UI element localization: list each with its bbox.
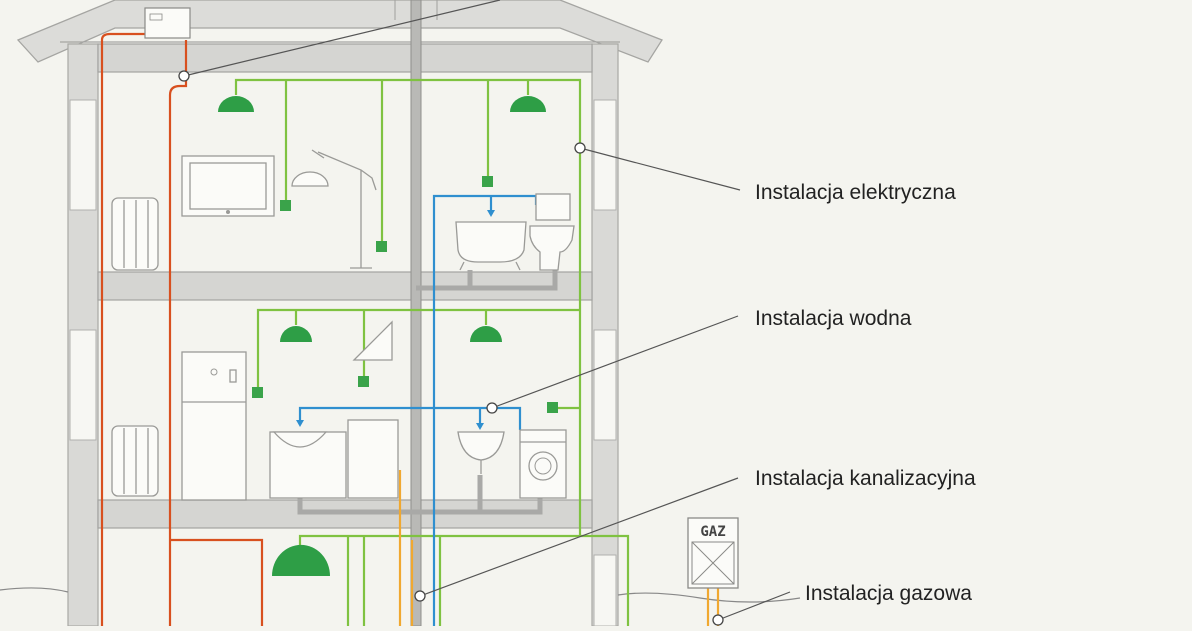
gas-pipes — [398, 470, 720, 626]
washbasin — [457, 431, 505, 474]
walls — [67, 43, 619, 627]
label-water-installation: Instalacja wodna — [755, 307, 912, 330]
boiler-unit — [144, 7, 191, 39]
electrical-sockets — [252, 176, 558, 413]
ground-line-left — [0, 587, 69, 593]
sewage-stack — [394, 0, 438, 627]
ceiling-lamps — [218, 96, 546, 576]
tv — [181, 155, 275, 217]
drain-pipes — [297, 270, 558, 515]
toilet — [529, 193, 575, 271]
washing-machine — [519, 429, 567, 499]
label-electrical-installation: Instalacja elektryczna — [755, 181, 956, 204]
radiator-upper — [111, 197, 159, 271]
heating-pipes — [100, 7, 264, 626]
gas-meter-label: GAZ — [700, 524, 725, 540]
radiator-lower — [111, 425, 159, 497]
electrical-wiring — [234, 78, 630, 626]
kitchen-sink — [269, 419, 399, 499]
label-sewage-installation: Instalacja kanalizacyjna — [755, 467, 976, 490]
ground-line-right — [617, 592, 801, 603]
kitchen-hood — [352, 320, 393, 361]
fridge — [181, 351, 247, 501]
callout-leaders — [178, 0, 791, 626]
floor-lamp — [291, 149, 377, 269]
label-gas-installation: Instalacja gazowa — [805, 582, 972, 605]
gas-meter: GAZ — [687, 517, 739, 589]
bathtub — [455, 221, 527, 271]
